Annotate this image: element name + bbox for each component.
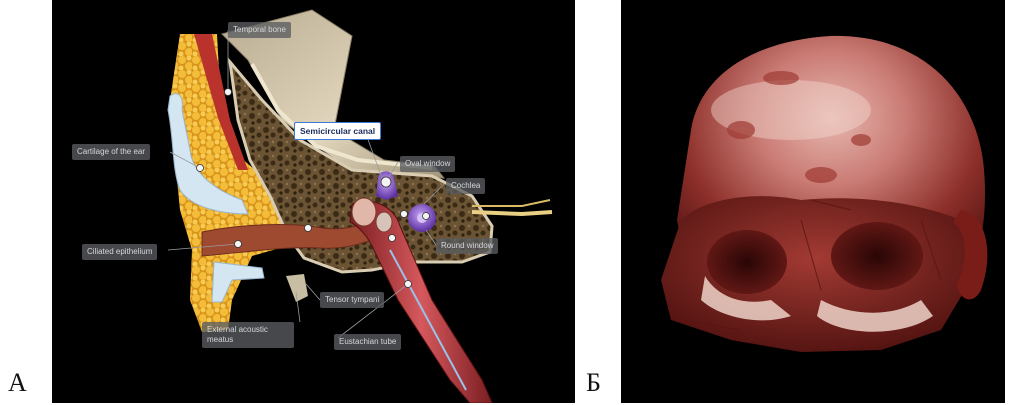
label-eustachian-tube[interactable]: Eustachian tube [334,334,401,350]
panel-b-letter: Б [586,368,601,398]
skull-render-panel [621,0,1005,403]
pin-dot-icon[interactable] [225,89,232,96]
ear-anatomy-panel: Temporal bone Semicircular canal Cartila… [52,0,575,403]
eustachian-tube-inner [390,250,466,390]
pin-dot-icon[interactable] [235,241,242,248]
left-orbit [707,230,787,294]
cochlear-nerve [472,212,552,214]
pin-dot-icon[interactable] [405,281,412,288]
skull-volume-render [621,0,1005,403]
label-tensor-tympani[interactable]: Tensor tympani [320,292,384,308]
label-cochlea[interactable]: Cochlea [446,178,485,194]
ear-anatomy-illustration [52,0,575,403]
label-ciliated-epithelium[interactable]: Ciliated epithelium [82,244,157,260]
label-cartilage-of-the-ear[interactable]: Cartilage of the ear [72,144,150,160]
pin-dot-icon[interactable] [197,165,204,172]
label-oval-window[interactable]: Oval window [400,156,455,172]
cochlear-nerve-2 [472,200,550,206]
pin-dot-icon[interactable] [305,225,312,232]
pin-dot-icon[interactable] [389,235,396,242]
label-external-acoustic-meatus[interactable]: External acoustic meatus [202,322,294,348]
ossicle-anvil [376,212,392,232]
ossicle-hammer [352,198,376,226]
label-round-window[interactable]: Round window [436,238,498,254]
panel-a-letter: А [8,368,27,398]
right-orbit [831,222,923,290]
pin-dot-icon[interactable] [401,211,408,218]
label-temporal-bone[interactable]: Temporal bone [228,22,291,38]
label-semicircular-canal[interactable]: Semicircular canal [294,122,381,140]
pin-dot-icon[interactable] [423,213,430,220]
pin-dot-icon[interactable] [381,177,391,187]
